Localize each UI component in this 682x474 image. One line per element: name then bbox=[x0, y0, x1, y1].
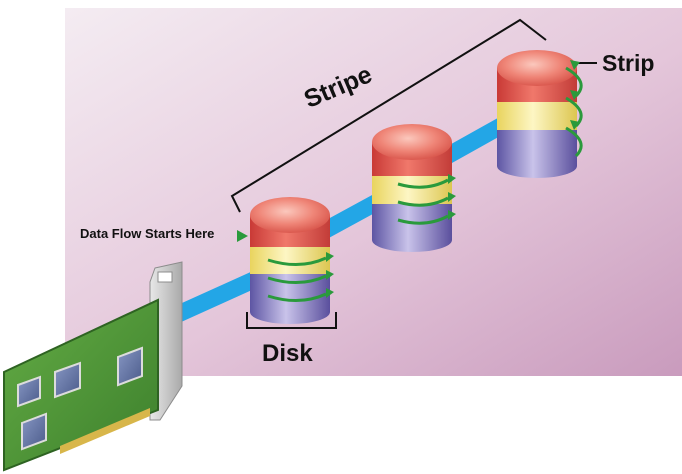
disk-2 bbox=[372, 124, 456, 252]
disk-1 bbox=[250, 197, 334, 324]
disk-label: Disk bbox=[262, 340, 313, 368]
disk-3-yellow-layer bbox=[497, 100, 577, 130]
disk-1-top bbox=[250, 197, 330, 233]
disk-3 bbox=[497, 50, 581, 178]
disk-3-top bbox=[497, 50, 577, 86]
strip-label: Strip bbox=[602, 50, 654, 77]
disk-2-top bbox=[372, 124, 452, 160]
data-flow-label: Data Flow Starts Here bbox=[80, 226, 214, 241]
disk-2-yellow-layer bbox=[372, 174, 452, 204]
